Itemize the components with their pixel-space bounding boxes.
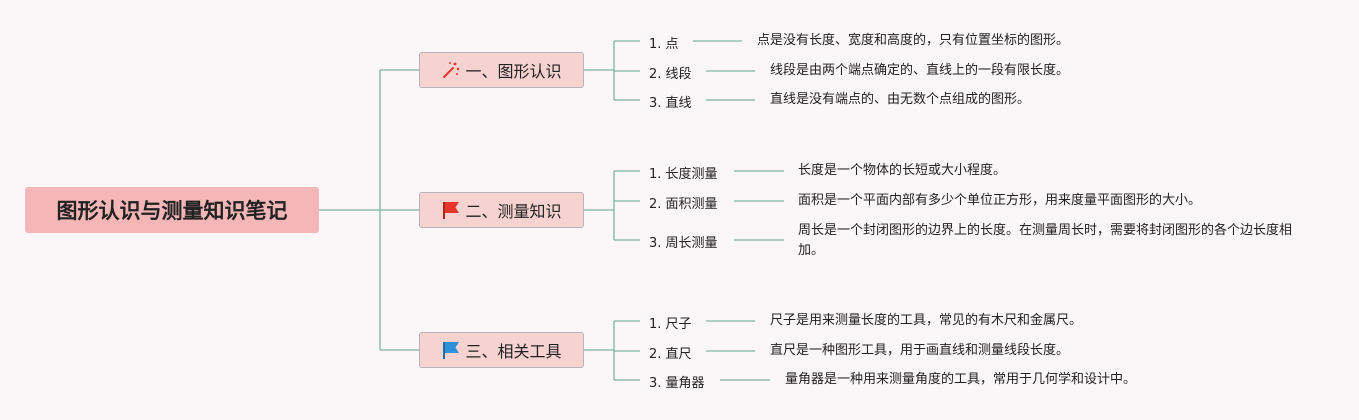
leaf-label: 3. 直线 bbox=[649, 96, 692, 111]
leaf-label: 2. 面积测量 bbox=[649, 197, 718, 212]
leaf-desc-3-2: 直尺是一种图形工具，用于画直线和测量线段长度。 bbox=[770, 341, 1069, 361]
leaf-1-1[interactable]: 1. 点 bbox=[649, 33, 679, 52]
leaf-desc-2-3: 周长是一个封闭图形的边界上的长度。在测量周长时，需要将封闭图形的各个边长度相加。 bbox=[798, 221, 1298, 261]
red-flag-icon bbox=[441, 200, 461, 220]
leaf-desc-text: 长度是一个物体的长短或大小程度。 bbox=[798, 163, 1007, 178]
leaf-desc-text: 线段是由两个端点确定的、直线上的一段有限长度。 bbox=[770, 63, 1070, 78]
branch-label-3: 三、相关工具 bbox=[465, 342, 562, 361]
branch-node-1[interactable]: 一、图形认识 bbox=[419, 52, 584, 88]
leaf-1-2[interactable]: 2. 线段 bbox=[649, 63, 692, 82]
leaf-desc-text: 面积是一个平面内部有多少个单位正方形，用来度量平面图形的大小。 bbox=[798, 193, 1202, 208]
leaf-desc-1-3: 直线是没有端点的、由无数个点组成的图形。 bbox=[770, 90, 1030, 110]
leaf-desc-1-2: 线段是由两个端点确定的、直线上的一段有限长度。 bbox=[770, 61, 1069, 81]
root-title: 图形认识与测量知识笔记 bbox=[56, 199, 288, 223]
leaf-desc-text: 尺子是用来测量长度的工具，常见的有木尺和金属尺。 bbox=[770, 313, 1083, 328]
leaf-desc-text: 直线是没有端点的、由无数个点组成的图形。 bbox=[770, 92, 1031, 107]
leaf-desc-1-1: 点是没有长度、宽度和高度的，只有位置坐标的图形。 bbox=[757, 31, 1069, 51]
leaf-1-3[interactable]: 3. 直线 bbox=[649, 92, 692, 111]
leaf-desc-text: 点是没有长度、宽度和高度的，只有位置坐标的图形。 bbox=[757, 33, 1070, 48]
leaf-2-2[interactable]: 2. 面积测量 bbox=[649, 193, 718, 212]
leaf-desc-text: 直尺是一种图形工具，用于画直线和测量线段长度。 bbox=[770, 343, 1070, 358]
leaf-label: 2. 线段 bbox=[649, 67, 692, 82]
leaf-desc-2-2: 面积是一个平面内部有多少个单位正方形，用来度量平面图形的大小。 bbox=[798, 191, 1201, 211]
magic-wand-icon bbox=[441, 60, 461, 80]
leaf-2-1[interactable]: 1. 长度测量 bbox=[649, 163, 718, 182]
branch-label-2: 二、测量知识 bbox=[465, 202, 562, 221]
blue-flag-icon bbox=[441, 340, 461, 360]
branch-node-2[interactable]: 二、测量知识 bbox=[419, 192, 584, 228]
leaf-desc-3-3: 量角器是一种用来测量角度的工具，常用于几何学和设计中。 bbox=[785, 370, 1136, 390]
leaf-label: 1. 点 bbox=[649, 37, 679, 52]
leaf-label: 1. 尺子 bbox=[649, 317, 692, 332]
leaf-label: 3. 周长测量 bbox=[649, 236, 718, 251]
leaf-3-3[interactable]: 3. 量角器 bbox=[649, 372, 705, 391]
leaf-label: 3. 量角器 bbox=[649, 376, 705, 391]
leaf-3-2[interactable]: 2. 直尺 bbox=[649, 343, 692, 362]
branch-label-1: 一、图形认识 bbox=[465, 62, 562, 81]
leaf-desc-2-1: 长度是一个物体的长短或大小程度。 bbox=[798, 161, 1006, 181]
root-node[interactable]: 图形认识与测量知识笔记 bbox=[25, 187, 319, 233]
leaf-label: 2. 直尺 bbox=[649, 347, 692, 362]
leaf-desc-text: 周长是一个封闭图形的边界上的长度。在测量周长时，需要将封闭图形的各个边长度相加。 bbox=[798, 223, 1293, 258]
leaf-desc-3-1: 尺子是用来测量长度的工具，常见的有木尺和金属尺。 bbox=[770, 311, 1082, 331]
leaf-2-3[interactable]: 3. 周长测量 bbox=[649, 232, 718, 251]
branch-node-3[interactable]: 三、相关工具 bbox=[419, 332, 584, 368]
leaf-3-1[interactable]: 1. 尺子 bbox=[649, 313, 692, 332]
leaf-label: 1. 长度测量 bbox=[649, 167, 718, 182]
leaf-desc-text: 量角器是一种用来测量角度的工具，常用于几何学和设计中。 bbox=[785, 372, 1137, 387]
